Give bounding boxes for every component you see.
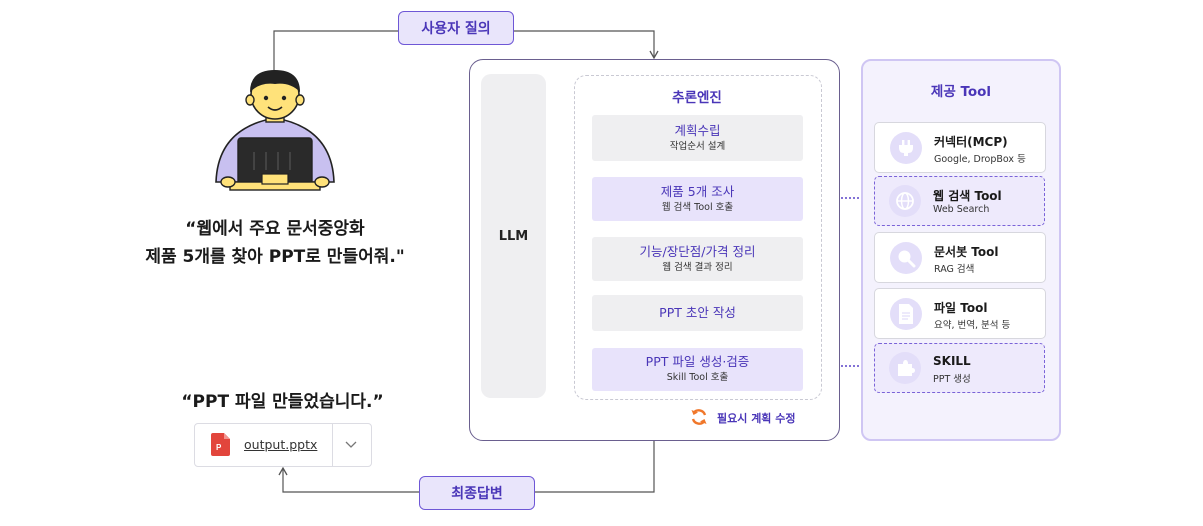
- chevron-down-icon[interactable]: [345, 440, 357, 450]
- output-file-name[interactable]: output.pptx: [244, 437, 318, 452]
- step-product-research: 제품 5개 조사 웹 검색 Tool 호출: [592, 177, 803, 221]
- document-icon: [890, 298, 922, 330]
- pptx-file-icon: P: [211, 433, 230, 456]
- tool-desc: Google, DropBox 등: [934, 154, 1026, 165]
- llm-label: LLM: [498, 228, 529, 244]
- step-subtitle: 웹 검색 Tool 호출: [661, 201, 734, 213]
- tool-web-search: 웹 검색 Tool Web Search: [874, 176, 1045, 226]
- step-subtitle: 작업순서 설계: [669, 140, 726, 152]
- tool-desc: Web Search: [933, 204, 990, 215]
- tool-desc: 요약, 번역, 분석 등: [934, 320, 1011, 331]
- user-query-text: 사용자 질의: [421, 21, 491, 37]
- tool-name: 파일 Tool: [934, 301, 988, 315]
- tool-desc: PPT 생성: [933, 374, 971, 385]
- plug-icon: [890, 132, 922, 164]
- step-title: 기능/장단점/가격 정리: [639, 243, 756, 259]
- user-request-quote: “웹에서 주요 문서중앙화 제품 5개를 찾아 PPT로 만들어줘.": [130, 215, 420, 271]
- step-title: PPT 파일 생성·검증: [645, 354, 750, 369]
- tool-connector-mcp: 커넥터(MCP) Google, DropBox 등: [874, 122, 1046, 173]
- step-ppt-generate: PPT 파일 생성·검증 Skill Tool 호출: [592, 348, 803, 391]
- step-organize: 기능/장단점/가격 정리 웹 검색 결과 정리: [592, 237, 803, 281]
- tool-skill: SKILL PPT 생성: [874, 343, 1045, 393]
- tool-name: 웹 검색 Tool: [933, 189, 1002, 203]
- tool-name: 문서봇 Tool: [934, 245, 999, 259]
- step-subtitle: Skill Tool 호출: [666, 372, 729, 383]
- final-answer-text: 최종답변: [451, 486, 503, 502]
- llm-block: LLM: [481, 74, 546, 398]
- globe-icon: [889, 185, 921, 217]
- replan-label: 필요시 계획 수정: [717, 412, 796, 425]
- user-at-computer-illustration: [215, 70, 335, 191]
- tool-name: 커넥터(MCP): [934, 135, 1008, 149]
- tool-desc: RAG 검색: [934, 264, 975, 275]
- inference-engine-container: [574, 75, 822, 400]
- user-request-line-1: “웹에서 주요 문서중앙화: [185, 219, 365, 239]
- svg-text:P: P: [216, 443, 222, 452]
- user-request-line-2: 제품 5개를 찾아 PPT로 만들어줘.": [145, 247, 405, 267]
- magnifier-icon: [890, 242, 922, 274]
- puzzle-icon: [889, 352, 921, 384]
- tool-document-bot: 문서봇 Tool RAG 검색: [874, 232, 1046, 283]
- step-title: PPT 초안 작성: [659, 305, 736, 320]
- step-subtitle: 웹 검색 결과 정리: [662, 261, 733, 273]
- tool-name: SKILL: [933, 354, 971, 368]
- tool-file: 파일 Tool 요약, 번역, 분석 등: [874, 288, 1046, 339]
- step-title: 제품 5개 조사: [660, 183, 735, 199]
- step-title: 계획수립: [674, 122, 721, 138]
- user-query-label: 사용자 질의: [398, 11, 514, 45]
- final-answer-label: 최종답변: [419, 476, 535, 510]
- step-planning: 계획수립 작업순서 설계: [592, 115, 803, 161]
- result-quote: “PPT 파일 만들었습니다.”: [181, 392, 384, 412]
- step-ppt-draft: PPT 초안 작성: [592, 295, 803, 331]
- file-card-divider: [332, 424, 333, 466]
- output-file-card[interactable]: P output.pptx: [194, 423, 372, 467]
- tools-panel-title: 제공 Tool: [930, 84, 992, 100]
- refresh-icon: [691, 409, 707, 425]
- inference-engine-title: 추론엔진: [672, 90, 722, 106]
